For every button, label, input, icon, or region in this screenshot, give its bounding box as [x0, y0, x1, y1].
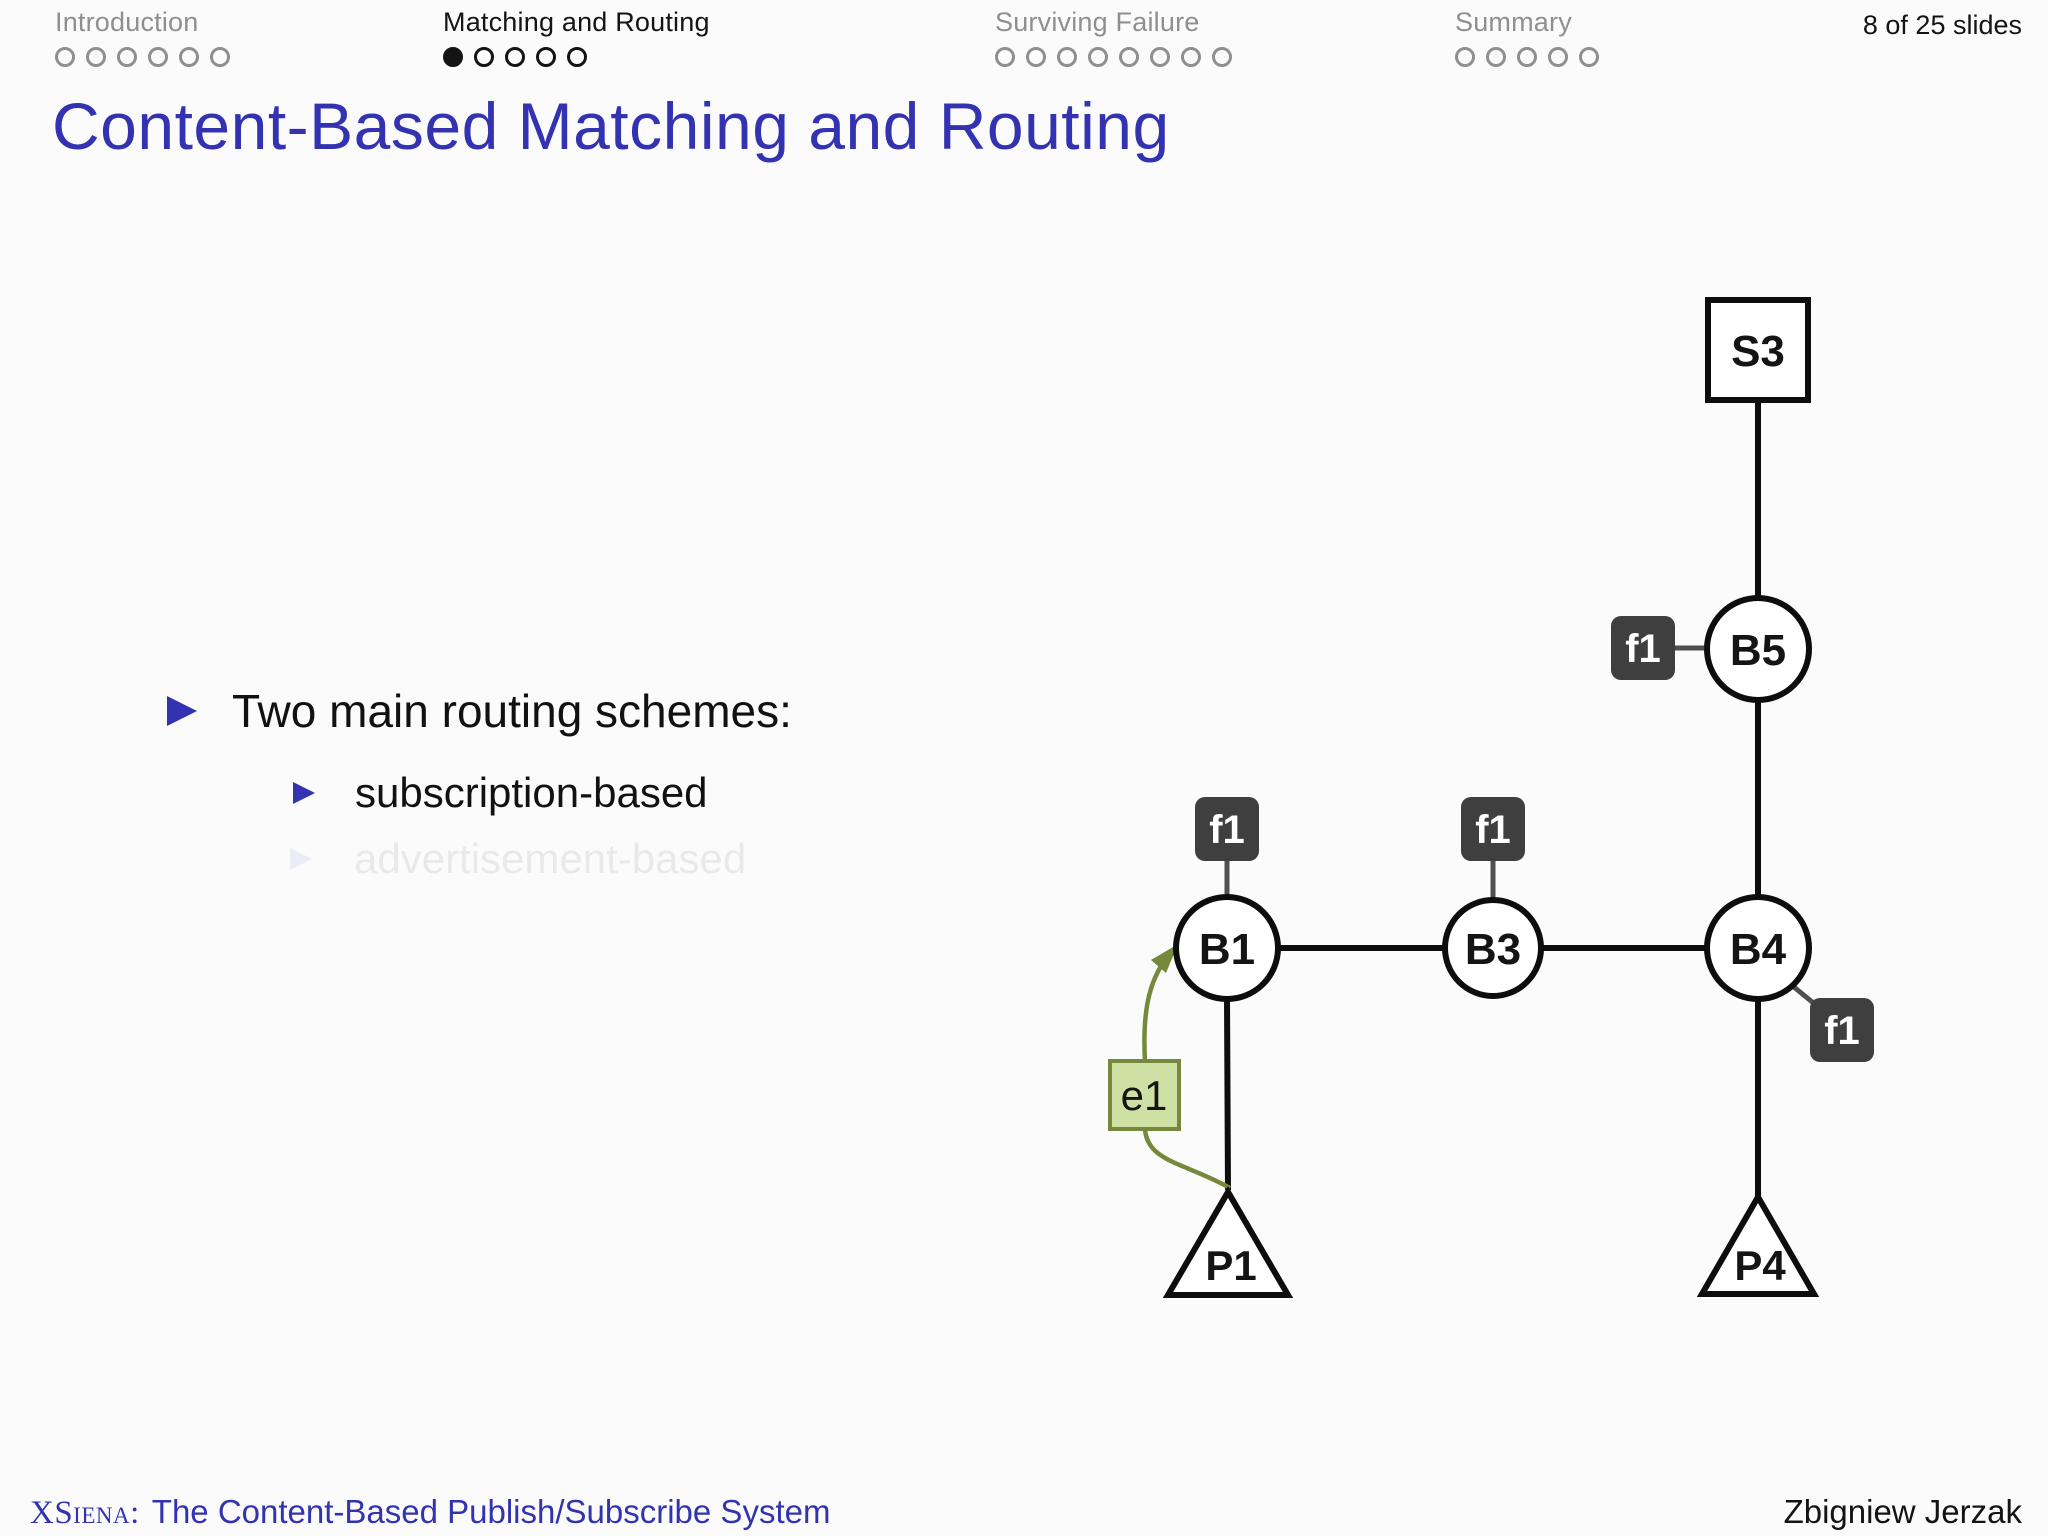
nav-dot[interactable] [1150, 46, 1170, 67]
nav-dot[interactable] [117, 46, 137, 67]
node-label-p1: P1 [1205, 1242, 1256, 1289]
footer-brand: XSiena: [30, 1495, 140, 1531]
nav-dot[interactable] [1455, 46, 1475, 67]
nav-dot[interactable] [210, 46, 230, 67]
node-broker-b4 [1704, 894, 1812, 1002]
nav-section-label[interactable]: Matching and Routing [443, 7, 710, 37]
bullet-triangle-icon [293, 782, 315, 804]
nav-dots[interactable] [995, 46, 1232, 67]
filter-badge-f1-b1 [1195, 797, 1259, 861]
nav-section-summary[interactable]: Summary [1455, 7, 1599, 67]
nav-dot[interactable] [536, 46, 556, 67]
nav-dot[interactable] [1486, 46, 1506, 67]
footer-subtitle: The Content-Based Publish/Subscribe Syst… [151, 1493, 831, 1530]
nav-dot[interactable] [179, 46, 199, 67]
node-label-p4: P4 [1734, 1242, 1786, 1289]
node-publisher-p1 [1162, 1186, 1294, 1298]
event-path-lower [1142, 1128, 1232, 1190]
nav-dot[interactable] [1212, 46, 1232, 67]
bullet-text: subscription-based [355, 769, 708, 816]
nav-section-matching-and-routing[interactable]: Matching and Routing [443, 7, 710, 67]
footer-author: Zbigniew Jerzak [1783, 1493, 2022, 1530]
filter-badge-label: f1 [1475, 808, 1511, 852]
nav-dot[interactable] [1548, 46, 1568, 67]
footer-presentation-title: XSiena: The Content-Based Publish/Subscri… [30, 1493, 830, 1532]
slide-counter: 8 of 25 slides [1862, 10, 2022, 40]
node-label-b1: B1 [1199, 925, 1255, 974]
bullet-text: Two main routing schemes: [232, 685, 792, 737]
event-badge-label: e1 [1121, 1072, 1168, 1119]
bullet-triangle-icon [167, 696, 197, 726]
node-subscriber-s3 [1705, 297, 1811, 403]
nav-dot[interactable] [567, 46, 587, 67]
bullet-item-subscription-based: subscription-based [293, 769, 708, 817]
node-broker-b5 [1704, 595, 1812, 703]
node-broker-b3 [1442, 897, 1544, 999]
nav-dot[interactable] [995, 46, 1015, 67]
nav-dot[interactable] [1579, 46, 1599, 67]
node-label-b5: B5 [1730, 626, 1786, 675]
event-badge-e1 [1108, 1059, 1181, 1131]
filter-badge-label: f1 [1625, 627, 1661, 671]
page-title: Content-Based Matching and Routing [52, 89, 1170, 163]
nav-dots[interactable] [443, 46, 710, 67]
nav-section-introduction[interactable]: Introduction [55, 7, 230, 67]
nav-section-label[interactable]: Surviving Failure [995, 7, 1200, 37]
node-label-b4: B4 [1730, 925, 1787, 974]
filter-badge-label: f1 [1824, 1009, 1860, 1053]
nav-section-label[interactable]: Introduction [55, 7, 199, 37]
filter-badge-f1-b4 [1810, 998, 1874, 1062]
node-broker-b1 [1173, 894, 1281, 1002]
nav-dot[interactable] [505, 46, 525, 67]
node-publisher-p4 [1696, 1190, 1820, 1297]
nav-dot[interactable] [1026, 46, 1046, 67]
bullet-triangle-icon [290, 848, 312, 870]
filter-badge-label: f1 [1209, 808, 1245, 852]
filter-badge-f1-b5 [1611, 616, 1675, 680]
nav-dots[interactable] [1455, 46, 1599, 67]
node-label-s3: S3 [1731, 327, 1785, 376]
nav-dot[interactable] [1119, 46, 1139, 67]
nav-dot[interactable] [1517, 46, 1537, 67]
nav-dot[interactable] [55, 46, 75, 67]
nav-dot[interactable] [148, 46, 168, 67]
event-arrowhead-icon [1151, 944, 1178, 973]
bullet-item-main: Two main routing schemes: [167, 684, 792, 738]
nav-section-surviving-failure[interactable]: Surviving Failure [995, 7, 1232, 67]
nav-section-label[interactable]: Summary [1455, 7, 1572, 37]
node-label-b3: B3 [1465, 925, 1521, 974]
nav-dot[interactable] [1057, 46, 1077, 67]
nav-dot[interactable] [86, 46, 106, 67]
nav-dot[interactable] [443, 46, 463, 67]
nav-dot[interactable] [1088, 46, 1108, 67]
nav-dots[interactable] [55, 46, 230, 67]
edge-b1-p1 [1224, 998, 1231, 1191]
nav-dot[interactable] [474, 46, 494, 67]
bullet-text: advertisement-based [354, 835, 747, 882]
filter-badge-f1-b3 [1461, 797, 1525, 861]
bullet-item-advertisement-based-faded: advertisement-based [290, 835, 746, 883]
nav-dot[interactable] [1181, 46, 1201, 67]
